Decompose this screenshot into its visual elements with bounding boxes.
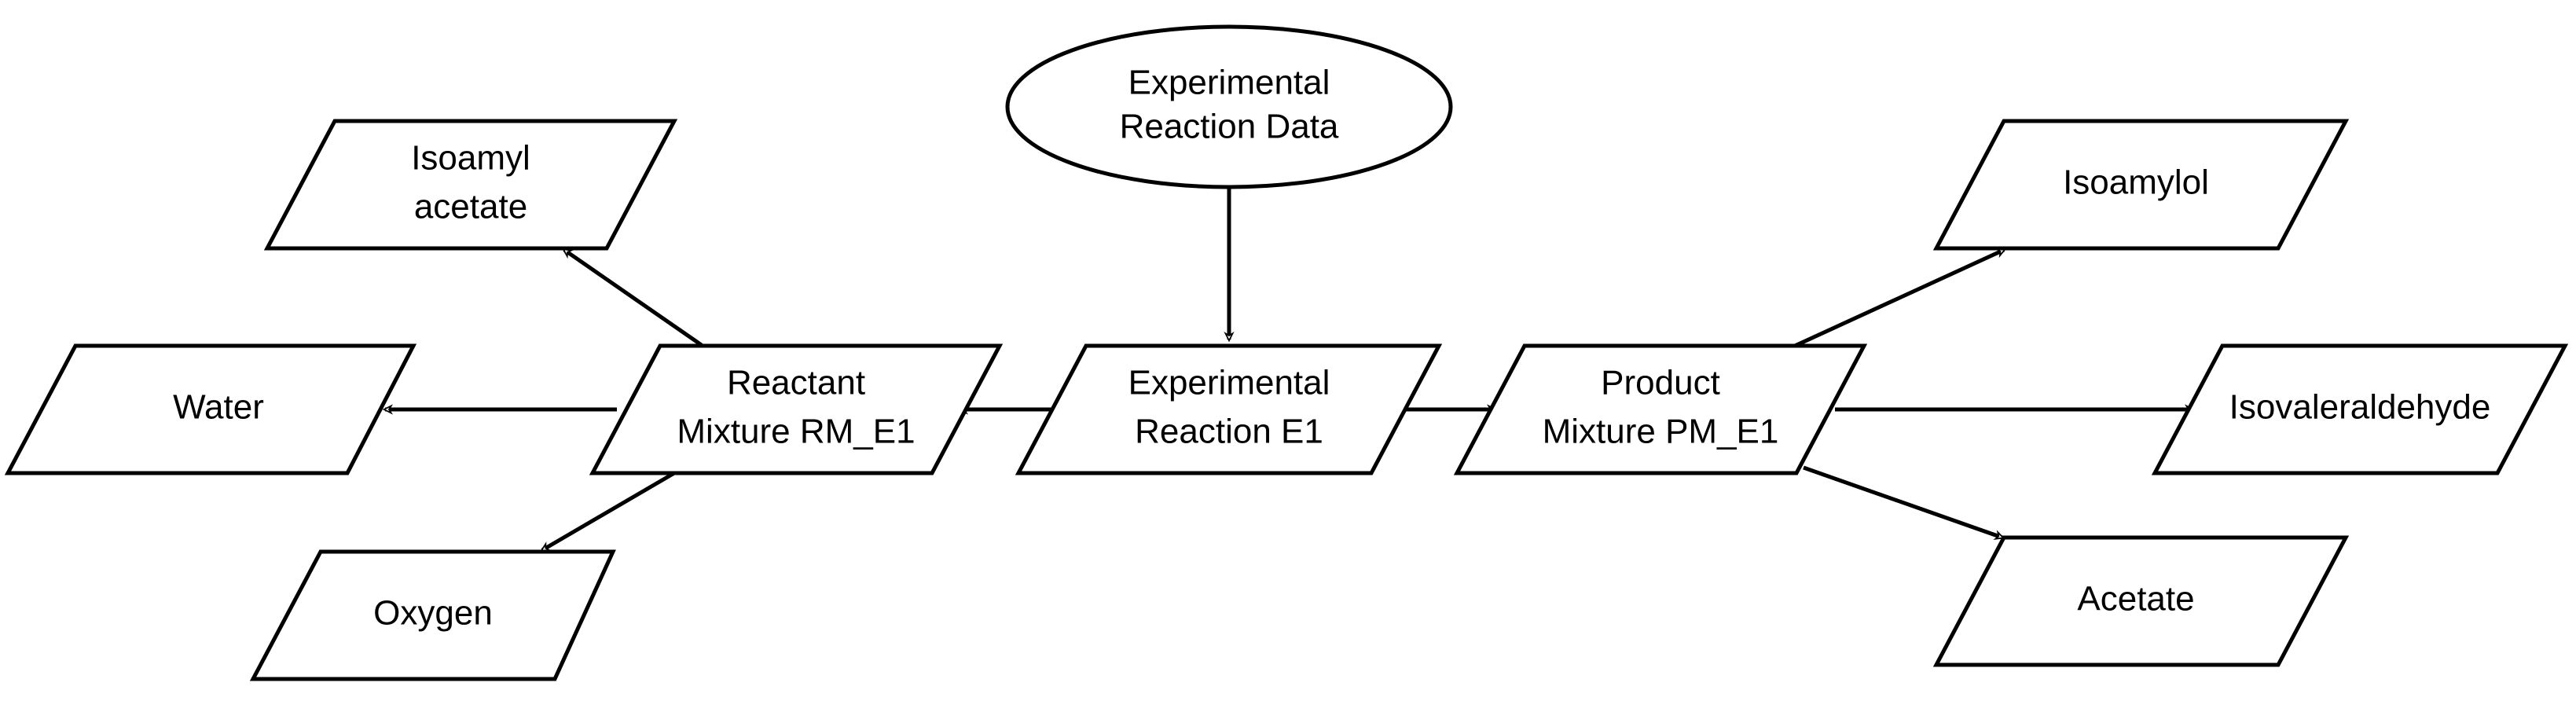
- node-label-line1: Experimental: [1128, 64, 1330, 102]
- parallelogram-shape: [1015, 343, 1443, 475]
- node-label-line2: acetate: [414, 188, 527, 226]
- node-isovaleraldehyde[interactable]: Isovaleraldehyde: [2151, 343, 2569, 475]
- parallelogram-shape: [1453, 343, 1868, 475]
- parallelogram-shape: [4, 343, 417, 475]
- node-label-line1: Reactant: [727, 364, 865, 402]
- node-water[interactable]: Water: [4, 343, 417, 475]
- parallelogram-shape: [263, 119, 678, 251]
- node-reactant-mixture[interactable]: Reactant Mixture RM_E1: [589, 343, 1004, 475]
- nodes-group: Experimental Reaction Data Experimental …: [4, 24, 2569, 681]
- node-experimental-reaction[interactable]: Experimental Reaction E1: [1015, 343, 1443, 475]
- parallelogram-shape: [1932, 535, 2350, 667]
- node-experimental-reaction-data[interactable]: Experimental Reaction Data: [1005, 24, 1453, 189]
- parallelogram-shape: [249, 549, 616, 681]
- node-label: Isoamylol: [2063, 163, 2209, 202]
- parallelogram-shape: [2151, 343, 2569, 475]
- node-label-line1: Isoamyl: [411, 139, 530, 178]
- node-isoamyl-acetate[interactable]: Isoamyl acetate: [263, 119, 678, 251]
- node-label-line1: Product: [1601, 364, 1720, 402]
- edge-reactant-to-isoamyl-acetate: [562, 248, 704, 348]
- node-label: Oxygen: [373, 594, 493, 633]
- edge-product-to-acetate: [1803, 465, 2005, 540]
- node-oxygen[interactable]: Oxygen: [249, 549, 616, 681]
- node-product-mixture[interactable]: Product Mixture PM_E1: [1453, 343, 1868, 475]
- node-label: Acetate: [2077, 580, 2194, 618]
- parallelogram-shape: [1932, 119, 2350, 251]
- node-label-line2: Reaction Data: [1120, 108, 1339, 146]
- ellipse-shape: [1005, 24, 1453, 189]
- node-label-line2: Reaction E1: [1135, 413, 1323, 451]
- node-isoamylol[interactable]: Isoamylol: [1932, 119, 2350, 251]
- node-label-line2: Mixture RM_E1: [677, 413, 915, 451]
- edge-product-to-isoamylol: [1793, 248, 2007, 348]
- parallelogram-shape: [589, 343, 1004, 475]
- node-label-line1: Experimental: [1128, 364, 1330, 402]
- node-label-line2: Mixture PM_E1: [1543, 413, 1779, 451]
- edge-reactant-to-oxygen: [540, 471, 676, 552]
- node-label: Isovaleraldehyde: [2229, 388, 2491, 427]
- node-acetate[interactable]: Acetate: [1932, 535, 2350, 667]
- node-label: Water: [173, 388, 264, 427]
- edges-group: [382, 187, 2196, 552]
